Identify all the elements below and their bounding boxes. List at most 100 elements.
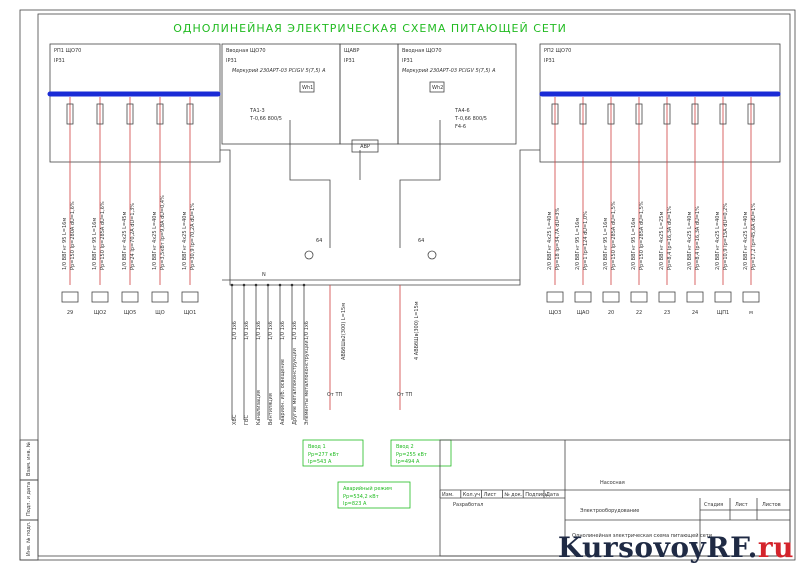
left-ct-label: ТА1-3	[249, 108, 265, 114]
left-feeder-load-box	[121, 291, 139, 303]
ground-cable: 1/0 1x6	[256, 321, 262, 340]
right-feeder-breaker	[579, 103, 587, 125]
junction-dot	[278, 283, 282, 287]
meter-wh1	[299, 81, 315, 93]
ground-cable: 1/0 1x6	[268, 321, 274, 340]
right-feeder-breaker	[663, 103, 671, 125]
header-cell: Изм.	[442, 492, 454, 498]
pe-wiring	[220, 149, 540, 286]
watermark-dot: .	[747, 531, 758, 564]
right-panel-box	[539, 43, 781, 163]
header-cell: № док.	[504, 492, 522, 498]
emergency-box	[337, 481, 411, 509]
right-feeder-data: Рр=150 Iр=285А dU=1,5%	[639, 201, 645, 270]
avr-block	[351, 139, 379, 153]
left-feeder-load-label: ЩО5	[124, 310, 137, 316]
side-stamp-label: Взам. инв. №	[26, 441, 32, 476]
left-feeder-breaker	[66, 103, 74, 125]
drawing-name: Однолинейная электрическая схема питающе…	[572, 532, 712, 539]
watermark-tld: ru	[757, 531, 794, 564]
right-feeder-line: 2/0 ВВГнг 4х25 L=25м	[659, 212, 665, 270]
right-input-box	[397, 43, 517, 145]
emergency-current: Ip=823 А	[343, 501, 367, 507]
left-panel-name: РП1 ЩО70	[54, 48, 81, 54]
right-feeder-data: Рр=8,4 Iр=16,3А dU=1%	[667, 206, 673, 270]
left-meter-label: Меркурий 230АРТ-03 PCIGV 5(7,5) A	[232, 68, 326, 74]
right-feeder-line: 2/0 ВВГнг 95 L=16м	[631, 218, 637, 270]
section-name: Электрооборудование	[580, 508, 639, 514]
right-feeder-load-label: ЩАО	[577, 310, 590, 316]
right-ct-label: ТА4-6	[454, 108, 470, 114]
right-feeder-line: 2/0 ВВГнг 4х25 L=40м	[687, 212, 693, 270]
meter-wh1-tag: Wh1	[302, 85, 313, 91]
side-stamp-cell	[19, 519, 39, 561]
left-feeder-load-label: ЩО1	[184, 310, 197, 316]
ground-desc: ХВС	[232, 414, 238, 425]
right-feeder-data: Рр=17,2 Iр=45,6А dU=1%	[751, 203, 757, 270]
header-cell: Дата	[546, 492, 559, 498]
left-panel-box	[49, 43, 221, 163]
right-feeder-breaker	[719, 103, 727, 125]
incomer-2-to: От ТП	[397, 392, 412, 398]
sheet-label: Лист	[735, 502, 748, 508]
junction-dot	[302, 283, 306, 287]
left-feeder-load-box	[151, 291, 169, 303]
right-feeder-load-label: ЩО3	[549, 310, 562, 316]
left-feeder-line: 1/0 ВВГнг 95 L=16м	[62, 218, 68, 270]
right-feeder-load-box	[546, 291, 564, 303]
right-input-name: Вводная ЩО70	[402, 48, 442, 54]
stage-label: Стадия	[704, 502, 723, 508]
meter-wh2	[429, 81, 445, 93]
right-panel-ip: IP31	[544, 58, 555, 64]
schema-title: ОДНОЛИНЕЙНАЯ ЭЛЕКТРИЧЕСКАЯ СХЕМА ПИТАЮЩЕ…	[173, 22, 567, 35]
lamp-right	[427, 250, 437, 260]
right-feeder-load-box	[742, 291, 760, 303]
right-feeder-load-box	[574, 291, 592, 303]
input-wiring	[289, 120, 441, 230]
input2-power: Рр=255 кВт	[396, 452, 427, 458]
right-panel-name: РП2 ЩО70	[544, 48, 571, 54]
left-feeder-data: Рр=24 Iр=70,2А dU=1,3%	[130, 203, 136, 270]
left-feeder-load-box	[181, 291, 199, 303]
switch-wiring	[329, 230, 401, 248]
ground-cable: 1/0 1x6	[304, 321, 310, 340]
left-input-box	[221, 43, 341, 145]
right-feeder-data: Рр=10,9 Iр=15А dU=0,2%	[723, 203, 729, 270]
right-feeder-load-num: м	[749, 310, 753, 316]
incomer-1-cable: АВБбШв2(300) L=15м	[341, 303, 347, 360]
side-stamp-label: Подп. и дата	[26, 482, 32, 516]
right-input-ip: IP31	[402, 58, 413, 64]
right-feeder-breaker	[691, 103, 699, 125]
emergency-power: Рр=534,2 кВт	[343, 494, 379, 500]
left-feeder-load-label: ЩО2	[94, 310, 107, 316]
side-stamp-label: Инв. № подл.	[26, 521, 32, 556]
right-feeder-line: 2/0 ВВГнг 4х25 L=40м	[743, 212, 749, 270]
switch-left-label: 64	[316, 238, 322, 244]
avr-cabinet-name: ЩАВР	[344, 48, 359, 54]
junction-dot	[230, 283, 234, 287]
input1-current: Ip=543 А	[308, 459, 332, 465]
right-feeder-data: Рр=150 Iр=285А dU=1,5%	[611, 201, 617, 270]
incomer-cables	[329, 285, 401, 410]
neutral-bus-label: N	[262, 272, 266, 278]
input1-box	[302, 439, 364, 467]
drawing-frame	[37, 13, 791, 557]
developer-label: Разработал	[453, 502, 483, 508]
header-cell: Подпись	[525, 492, 548, 498]
ground-cable: 1/0 1x6	[244, 321, 250, 340]
right-feeder-load-num: 20	[608, 310, 614, 316]
sheet-frame	[19, 9, 796, 561]
right-feeder-load-num: 22	[636, 310, 642, 316]
right-meter-label: Меркурий 230АРТ-03 PCIGV 5(7,5) A	[402, 68, 496, 74]
incomer-1-to: От ТП	[327, 392, 342, 398]
right-feeder-load-box	[714, 291, 732, 303]
left-feeder-line: 1/0 ВВГнг 95 L=16м	[92, 218, 98, 270]
right-feeder-load-box	[602, 291, 620, 303]
right-fuse-label: F4-6	[455, 124, 466, 130]
incomer-2-cable: 4 АВБбШв(300) L=15м	[414, 301, 420, 360]
